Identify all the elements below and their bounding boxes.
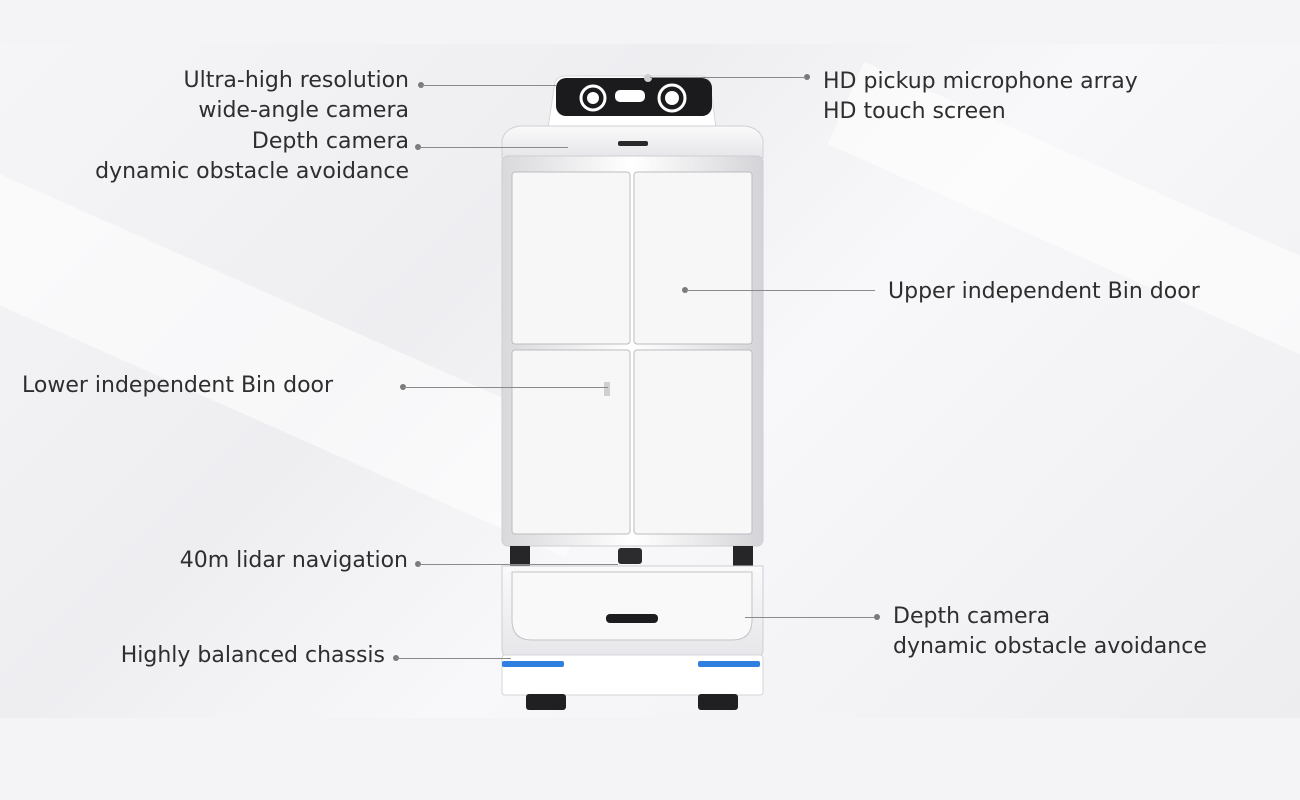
depth-bottom-label: Depth camera dynamic obstacle avoidance — [893, 602, 1207, 662]
mic-label-line2: HD touch screen — [823, 99, 1006, 124]
depth-bottom-label-line2: dynamic obstacle avoidance — [893, 634, 1207, 659]
chassis-label: Highly balanced chassis — [120, 643, 385, 668]
lower-bin-leader-line — [403, 387, 608, 388]
mic-leader-line — [650, 77, 806, 78]
lidar-sensor — [618, 548, 642, 564]
mic-label-line1: HD pickup microphone array — [823, 69, 1138, 94]
chassis — [501, 654, 764, 696]
bottom-band — [0, 718, 1300, 800]
depth-sensor-slot — [606, 614, 658, 623]
upper-bin-label: Upper independent Bin door — [888, 279, 1200, 304]
depth-top-label: Depth camera dynamic obstacle avoidance — [95, 127, 409, 187]
depth-top-label-line2: dynamic obstacle avoidance — [95, 159, 409, 184]
chassis-leader-line — [396, 658, 511, 659]
lidar-label: 40m lidar navigation — [179, 548, 408, 573]
upper-left-door — [511, 171, 631, 345]
camera-label: Ultra-high resolution wide-angle camera — [184, 66, 409, 126]
depth-bottom-pointer-dot — [874, 614, 880, 620]
mic-label: HD pickup microphone array HD touch scre… — [823, 67, 1138, 127]
eye-right — [657, 83, 687, 113]
blue-light-right — [698, 661, 760, 667]
wheel-right — [698, 694, 738, 710]
depth-top-label-line1: Depth camera — [251, 129, 409, 154]
lidar-leader-line — [418, 564, 618, 565]
depth-bottom-label-line1: Depth camera — [893, 604, 1051, 629]
upper-right-door — [633, 171, 753, 345]
lower-bin-label: Lower independent Bin door — [22, 373, 334, 398]
depth-bottom-leader-line — [745, 617, 875, 618]
camera-label-line1: Ultra-high resolution — [183, 68, 409, 93]
upper-bin-leader-line — [685, 290, 875, 291]
lower-left-door — [511, 349, 631, 535]
depth-top-leader-line — [418, 147, 568, 148]
top-band — [0, 0, 1300, 44]
blue-light-left — [502, 661, 564, 667]
lower-right-door — [633, 349, 753, 535]
wheel-left — [526, 694, 566, 710]
eye-left — [579, 84, 607, 112]
microphone — [644, 74, 652, 82]
camera-label-line2: wide-angle camera — [198, 98, 409, 123]
mic-pointer-dot — [804, 74, 810, 80]
camera-leader-line — [421, 85, 556, 86]
